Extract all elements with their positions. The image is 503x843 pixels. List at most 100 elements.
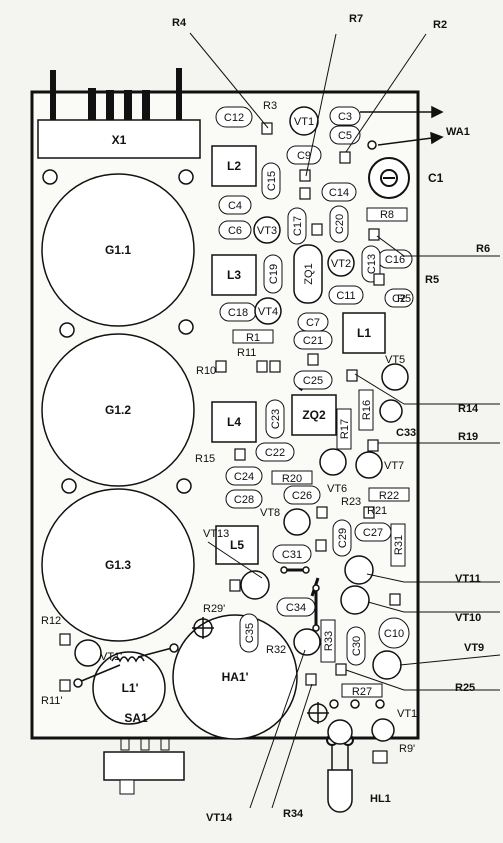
capacitor-c17: C17 bbox=[287, 207, 307, 245]
svg-text:C6: C6 bbox=[228, 225, 242, 237]
capacitor-c22: C22 bbox=[255, 442, 295, 462]
vt10-callout: VT10 bbox=[455, 612, 481, 624]
capacitor-c25: C25 bbox=[293, 370, 333, 390]
svg-text:L1': L1' bbox=[122, 681, 139, 695]
crystal-zq1: ZQ1 bbox=[293, 244, 323, 304]
svg-text:R31: R31 bbox=[393, 535, 405, 555]
transistor-vt5 bbox=[381, 363, 409, 391]
svg-text:C29: C29 bbox=[337, 528, 349, 548]
svg-text:C28: C28 bbox=[234, 494, 254, 506]
r29-label: R29' bbox=[203, 603, 225, 615]
svg-text:C27: C27 bbox=[363, 527, 383, 539]
vt3-label: VT3 bbox=[257, 225, 277, 237]
svg-text:C30: C30 bbox=[351, 636, 363, 656]
transistor-vt14 bbox=[293, 628, 321, 656]
svg-text:C21: C21 bbox=[303, 335, 323, 347]
resistor-r1: R1 bbox=[232, 329, 274, 344]
svg-text:R8: R8 bbox=[380, 209, 394, 221]
r9p-label: R9' bbox=[399, 743, 415, 755]
svg-text:C34: C34 bbox=[286, 602, 306, 614]
capacitor-c5: C5 bbox=[329, 125, 361, 145]
svg-text:C17: C17 bbox=[292, 216, 304, 236]
vt8-label: VT8 bbox=[260, 507, 280, 519]
resistor-r16: R16 bbox=[358, 389, 374, 431]
svg-text:C4: C4 bbox=[228, 200, 242, 212]
connector-x1: X1 bbox=[37, 68, 201, 159]
transistor-vt6 bbox=[319, 448, 347, 476]
resistor-r8: R8 bbox=[366, 207, 408, 222]
resistor-r31: R31 bbox=[390, 523, 406, 567]
l2-label: L2 bbox=[227, 159, 241, 173]
capacitor-c18: C18 bbox=[219, 302, 257, 322]
chip-pads bbox=[59, 122, 401, 764]
svg-text:C9: C9 bbox=[297, 150, 311, 162]
capacitor-c13: C13 bbox=[361, 245, 381, 283]
svg-text:G1.2: G1.2 bbox=[105, 403, 131, 417]
r6-callout: R6 bbox=[476, 243, 490, 255]
r3-label: R3 bbox=[263, 100, 277, 112]
vt6-label: VT6 bbox=[327, 483, 347, 495]
r5-callout: R5 bbox=[425, 274, 439, 286]
transistor-vt5b bbox=[379, 399, 403, 423]
svg-text:ZQ2: ZQ2 bbox=[302, 408, 326, 422]
r7-callout: R7 bbox=[349, 13, 363, 25]
resistor-r17: R17 bbox=[336, 408, 352, 450]
svg-text:G1.3: G1.3 bbox=[105, 558, 131, 572]
l1-label: L1 bbox=[357, 326, 371, 340]
vt9-callout: VT9 bbox=[464, 642, 484, 654]
transistor-vt11 bbox=[344, 555, 374, 585]
vt1-prime-label-b: VT1' bbox=[397, 708, 419, 720]
svg-text:C20: C20 bbox=[334, 214, 346, 234]
resistors-vertical: R16 R17 R31 R33 bbox=[320, 389, 406, 663]
r2-callout: R2 bbox=[433, 19, 447, 31]
capacitors-horizontal: C12 C3 C5 C9 C14 C4 C6 C16 C11 C2 C18 C7… bbox=[215, 106, 414, 617]
svg-text:C24: C24 bbox=[234, 471, 254, 483]
svg-text:HL1: HL1 bbox=[370, 793, 391, 805]
vt5-label: VT5 bbox=[385, 354, 405, 366]
transistor-vt2 bbox=[327, 249, 355, 277]
vt2-label: VT2 bbox=[331, 258, 351, 270]
capacitor-c23: C23 bbox=[265, 399, 285, 439]
transistor-vt13 bbox=[240, 570, 270, 600]
r12-label: R12 bbox=[41, 615, 61, 627]
transistor-vt4 bbox=[254, 297, 282, 325]
svg-text:C7: C7 bbox=[306, 317, 320, 329]
svg-text:C25: C25 bbox=[303, 375, 323, 387]
traces bbox=[73, 566, 395, 745]
r4-callout: R4 bbox=[172, 17, 187, 29]
test-points bbox=[192, 617, 329, 724]
r11p-label: R11' bbox=[41, 695, 62, 707]
svg-text:WA1: WA1 bbox=[446, 126, 470, 138]
svg-text:C3: C3 bbox=[338, 111, 352, 123]
transistor-vt9 bbox=[372, 650, 402, 680]
l5-label: L5 bbox=[230, 538, 244, 552]
svg-text:C5: C5 bbox=[338, 130, 352, 142]
l4-label: L4 bbox=[227, 415, 241, 429]
r15-label: R15 bbox=[195, 453, 215, 465]
svg-text:R22: R22 bbox=[379, 490, 399, 502]
l3-label: L3 bbox=[227, 268, 241, 282]
svg-text:C15: C15 bbox=[266, 171, 278, 191]
antenna-wa1: WA1 bbox=[360, 105, 470, 150]
x1-label: X1 bbox=[112, 133, 127, 147]
svg-text:C35: C35 bbox=[244, 623, 256, 643]
svg-text:R20: R20 bbox=[282, 473, 302, 485]
resistor-r20: R20 bbox=[271, 470, 313, 485]
capacitor-c19: C19 bbox=[263, 254, 283, 294]
svg-text:C12: C12 bbox=[224, 112, 244, 124]
resistor-r33: R33 bbox=[320, 619, 336, 663]
vt13-label: VT13 bbox=[203, 528, 229, 540]
svg-text:R33: R33 bbox=[323, 631, 335, 651]
capacitor-c29: C29 bbox=[332, 519, 352, 557]
svg-text:C19: C19 bbox=[268, 264, 280, 284]
resistors-horizontal: R8 R1 R20 R22 R27 bbox=[232, 207, 410, 698]
mounting-holes bbox=[42, 169, 194, 494]
vt11-callout: VT11 bbox=[455, 573, 481, 585]
svg-text:R1: R1 bbox=[246, 332, 260, 344]
battery-g1-1: G1.1 bbox=[41, 173, 195, 327]
battery-g1-3: G1.3 bbox=[41, 488, 195, 642]
trimmer-c1: C1 bbox=[368, 157, 444, 199]
transistor-vt7 bbox=[355, 451, 383, 479]
switch-sa1: SA1 bbox=[103, 711, 185, 795]
